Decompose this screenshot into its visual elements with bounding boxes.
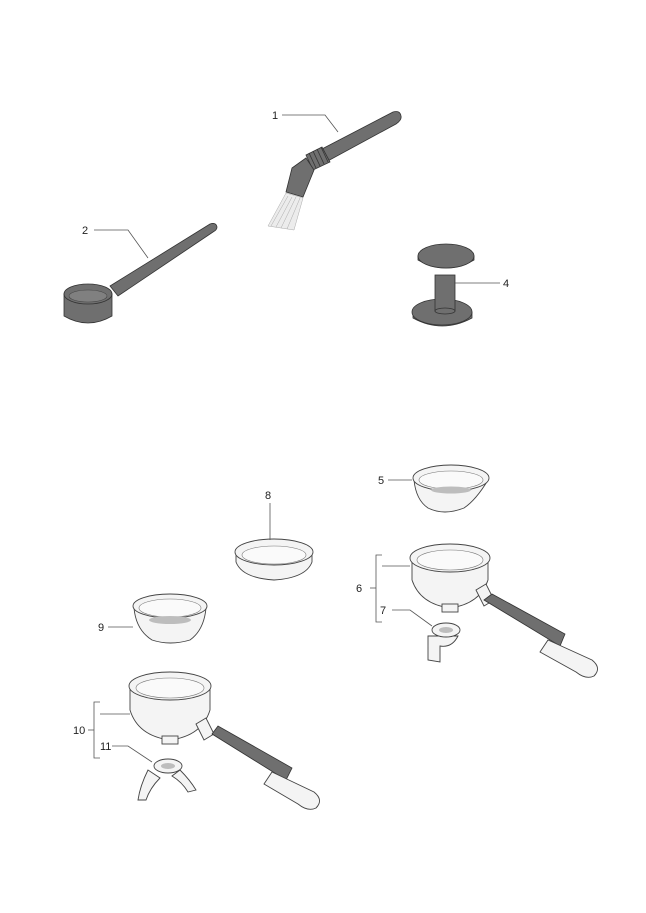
cleaning-brush: 1 — [267, 110, 402, 231]
callout-label: 10 — [73, 725, 85, 737]
double-spout: 11 — [100, 741, 197, 801]
filter-ring: 8 — [234, 490, 314, 581]
callout-label: 7 — [380, 605, 386, 617]
double-shot-filter-basket: 9 — [98, 593, 208, 644]
portafilter-single-assembly: 6 — [356, 543, 598, 678]
callout-label: 2 — [82, 225, 88, 237]
callout-label: 5 — [378, 475, 384, 487]
callout-label: 11 — [100, 741, 111, 753]
callout-label: 4 — [503, 278, 509, 290]
callout-label: 9 — [98, 622, 104, 634]
callout-label: 6 — [356, 583, 362, 595]
callout-label: 1 — [272, 110, 278, 122]
single-spout: 7 — [380, 605, 461, 663]
measuring-scoop: 2 — [63, 223, 218, 324]
tamper: 4 — [411, 243, 509, 327]
portafilter-double-assembly: 10 — [73, 671, 320, 810]
single-shot-filter-basket: 5 — [378, 464, 490, 513]
callout-label: 8 — [265, 490, 271, 502]
